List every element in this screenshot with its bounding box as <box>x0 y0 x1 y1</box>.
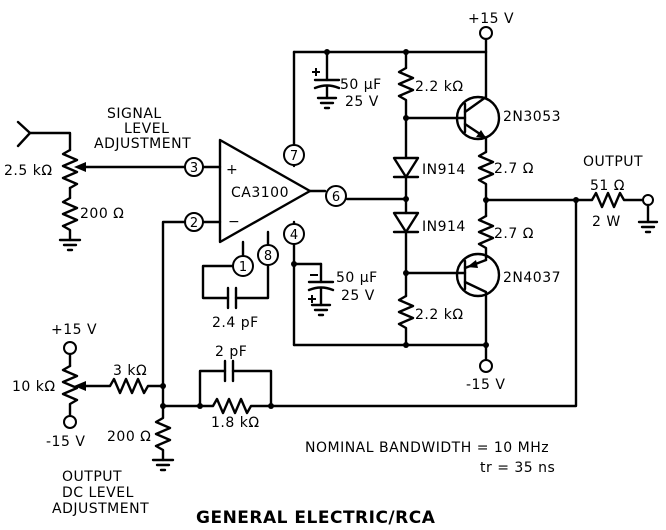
vminus-bottom-label: -15 V <box>466 377 505 393</box>
footer-title: GENERAL ELECTRIC/RCA <box>196 508 436 528</box>
vplus-top-label: +15 V <box>468 11 514 27</box>
minus-sign: − <box>228 214 240 230</box>
r-signal-pot-label: 2.5 kΩ <box>4 163 53 179</box>
diode2-label: IN914 <box>422 219 466 235</box>
r-out-w-label: 2 W <box>592 214 621 230</box>
dc-level-adjust <box>61 341 165 429</box>
pin6-label: 6 <box>332 190 340 205</box>
c-fb-label: 2 pF <box>215 344 247 360</box>
pin8-label: 8 <box>264 249 272 264</box>
r-dc-bottom-label: 200 Ω <box>107 429 151 445</box>
signal-input <box>16 120 192 252</box>
q-bot-label: 2N4037 <box>503 270 561 286</box>
dc-label-2: DC LEVEL <box>62 485 134 501</box>
bias-network <box>345 50 467 347</box>
rise-time-note: tr = 35 ns <box>480 460 555 476</box>
pin1-label: 1 <box>239 260 247 275</box>
output-label: OUTPUT <box>583 154 643 170</box>
transistors <box>455 50 501 347</box>
feedback-network <box>151 220 274 472</box>
r-dc-pot-label: 10 kΩ <box>12 379 56 395</box>
dc-vminus-label: -15 V <box>46 434 85 450</box>
top-rail <box>292 26 493 110</box>
c-bot-label: 50 µF <box>336 270 378 286</box>
r-fb-label: 1.8 kΩ <box>211 415 260 431</box>
pin3-label: 3 <box>190 161 198 176</box>
bottom-rail <box>291 261 493 373</box>
c-top-label: 50 µF <box>340 77 382 93</box>
r-e-bot-label: 2.7 Ω <box>494 226 534 242</box>
bandwidth-note: NOMINAL BANDWIDTH = 10 MHz <box>305 440 549 456</box>
plus-sign: + <box>226 162 238 178</box>
signal-label-3: ADJUSTMENT <box>94 136 191 152</box>
r-dc-series-label: 3 kΩ <box>113 363 147 379</box>
pin2-label: 2 <box>190 216 198 231</box>
opamp-label: CA3100 <box>231 185 289 201</box>
r-e-top-label: 2.7 Ω <box>494 161 534 177</box>
r-out-label: 51 Ω <box>590 178 625 194</box>
dc-vplus-label: +15 V <box>51 322 97 338</box>
r-bias-top-label: 2.2 kΩ <box>415 79 464 95</box>
signal-label-1: SIGNAL <box>107 106 162 122</box>
c-bot-v-label: 25 V <box>341 288 375 304</box>
q-top-label: 2N3053 <box>503 109 561 125</box>
r-signal-bottom-label: 200 Ω <box>80 206 124 222</box>
signal-label-2: LEVEL <box>124 121 169 137</box>
dc-label-1: OUTPUT <box>62 469 122 485</box>
pin7-label: 7 <box>290 149 298 164</box>
r-bias-bot-label: 2.2 kΩ <box>415 307 464 323</box>
dc-label-3: ADJUSTMENT <box>52 501 149 517</box>
output-network <box>269 191 659 408</box>
diode1-label: IN914 <box>422 162 466 178</box>
pin4-label: 4 <box>290 228 298 243</box>
c-top-v-label: 25 V <box>345 94 379 110</box>
opamp <box>201 50 327 347</box>
c-comp-label: 2.4 pF <box>212 315 259 331</box>
